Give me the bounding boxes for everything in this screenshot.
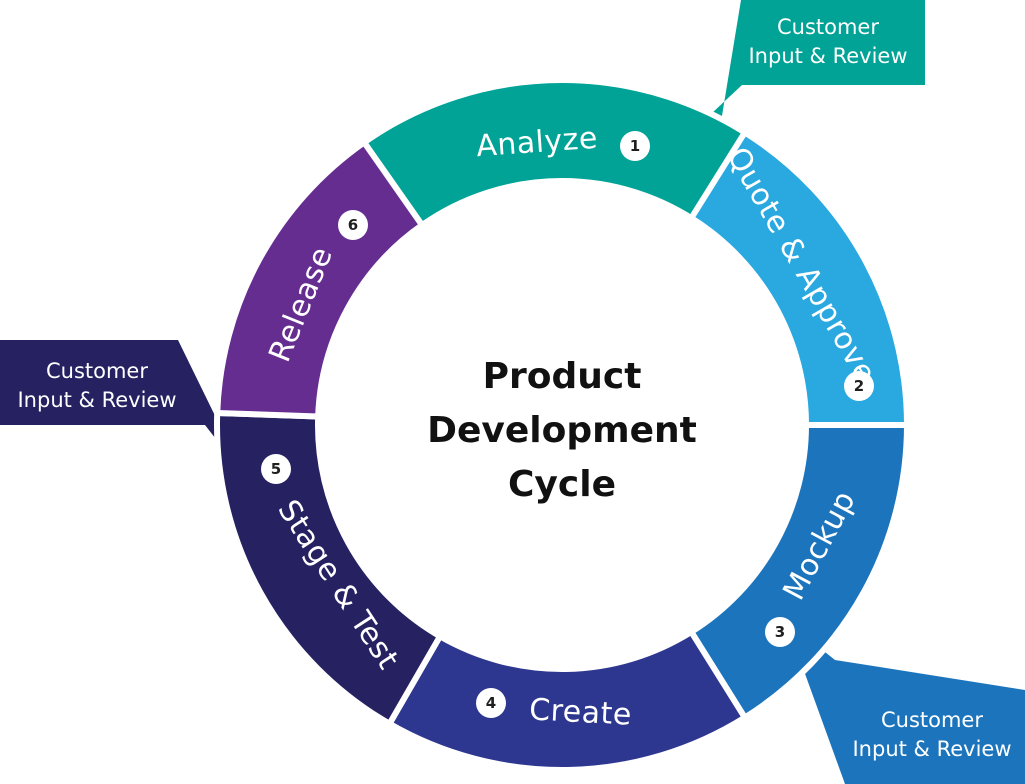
step-label-analyze: Analyze — [475, 121, 599, 164]
callout-stage-test-line1: Customer — [46, 359, 148, 383]
center-title-line3: Cycle — [508, 464, 616, 505]
callout-analyze-line1: Customer — [777, 15, 879, 39]
step-badge-2: 2 — [844, 371, 874, 401]
center-title-line2: Development — [427, 410, 697, 451]
callout-stage-test-line2: Input & Review — [17, 388, 176, 412]
step-badge-6: 6 — [338, 210, 368, 240]
callout-analyze-shape — [696, 0, 925, 128]
segment-release — [214, 139, 426, 420]
step-number-1: 1 — [630, 137, 640, 155]
callout-analyze-line2: Input & Review — [748, 44, 907, 68]
callout-analyze: Customer Input & Review — [696, 0, 925, 128]
step-number-2: 2 — [854, 377, 864, 395]
step-badge-5: 5 — [261, 454, 291, 484]
step-number-6: 6 — [348, 216, 358, 234]
callout-mockup-line2: Input & Review — [852, 737, 1011, 761]
step-number-4: 4 — [486, 694, 496, 712]
step-number-5: 5 — [271, 460, 281, 478]
step-badge-1: 1 — [620, 131, 650, 161]
callout-stage-test-shape — [0, 340, 240, 470]
cycle-ring — [214, 77, 910, 773]
step-badge-3: 3 — [765, 617, 795, 647]
callout-mockup: Customer Input & Review — [760, 600, 1025, 784]
step-label-create: Create — [528, 692, 632, 732]
step-badge-4: 4 — [476, 688, 506, 718]
callout-mockup-line1: Customer — [881, 708, 983, 732]
center-title-line1: Product — [483, 356, 642, 397]
step-number-3: 3 — [775, 623, 785, 641]
callout-stage-test: Customer Input & Review — [0, 340, 240, 470]
callout-mockup-shape — [760, 600, 1025, 784]
